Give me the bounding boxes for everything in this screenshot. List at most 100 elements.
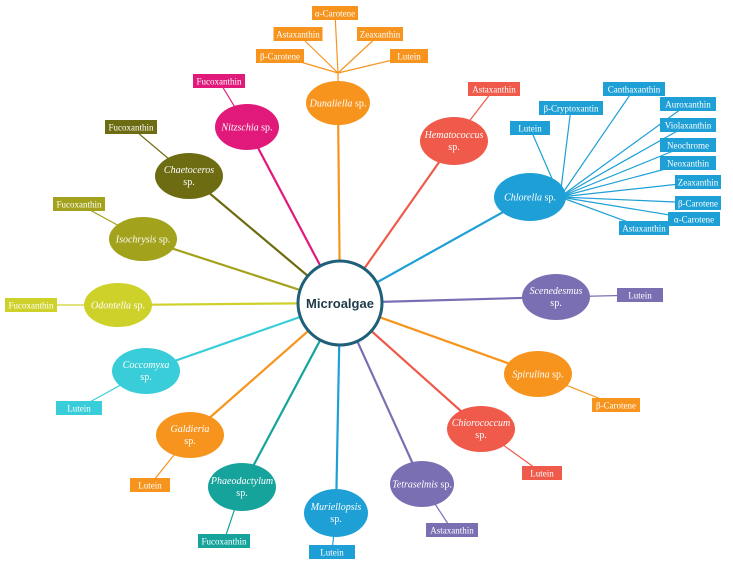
pigment-box: Fucoxanthin (198, 534, 250, 548)
pigment-rect (619, 221, 669, 235)
pigment-label: Violaxanthin (665, 121, 712, 131)
pigment-rect (468, 82, 520, 96)
node-ellipse (522, 274, 590, 320)
pigment-rect (312, 6, 358, 20)
pigment-box: Lutein (130, 478, 170, 492)
pigment-rect (193, 74, 245, 88)
pigment-box: β-Carotene (675, 196, 721, 210)
pigment-box: Zeaxanthin (357, 27, 403, 41)
pigment-rect (273, 27, 323, 41)
pigment-label: Lutein (397, 52, 421, 62)
node-chlorella: Chlorella sp. (494, 173, 566, 221)
node-ellipse (155, 153, 223, 199)
node-ellipse (447, 406, 515, 452)
pigment-label: Neoxanthin (667, 159, 709, 169)
pigment-rect (426, 523, 478, 537)
pigment-label: β-Cryptoxantin (543, 104, 599, 114)
pigment-label: Auroxanthin (665, 100, 711, 110)
pigment-label: Zeaxanthin (360, 30, 401, 40)
pigment-box: Violaxanthin (660, 118, 716, 132)
pigment-label: Lutein (530, 469, 554, 479)
pigment-box: β-Carotene (592, 398, 640, 412)
pigment-box: α-Carotene (668, 212, 720, 226)
node-nitzschia: Nitzschia sp. (215, 104, 279, 150)
pigment-rect (56, 401, 102, 415)
pigment-box: Lutein (522, 466, 562, 480)
pigment-label: Lutein (518, 124, 542, 134)
center-label: Microalgae (306, 296, 374, 311)
pigment-rect (522, 466, 562, 480)
pigment-rect (53, 197, 105, 211)
pigment-rect (675, 196, 721, 210)
pigment-label: Neochrome (667, 141, 709, 151)
pigment-box: Lutein (309, 545, 355, 559)
node-label: Odontella sp. (91, 301, 145, 312)
pigment-box: Neochrome (660, 138, 716, 152)
node-ellipse (84, 283, 152, 327)
pigment-label: Fucoxanthin (57, 200, 102, 210)
pigment-label: Canthaxanthin (608, 85, 661, 95)
pigment-rect (675, 175, 721, 189)
pigment-box: β-Cryptoxantin (539, 101, 603, 115)
pigment-label: Lutein (67, 404, 91, 414)
pigment-box: Astaxanthin (426, 523, 478, 537)
pigment-label: β-Carotene (678, 199, 718, 209)
pigment-label: Astaxanthin (276, 30, 320, 40)
node-ellipse (504, 351, 572, 397)
node-ellipse (494, 173, 566, 221)
pigment-rect (256, 49, 304, 63)
pigment-box: Fucoxanthin (53, 197, 105, 211)
pigment-box: Astaxanthin (619, 221, 669, 235)
node-ellipse (215, 104, 279, 150)
node-ellipse (112, 348, 180, 394)
pigment-rect (510, 121, 550, 135)
pigment-label: Fucoxanthin (197, 77, 242, 87)
pigment-label: Astaxanthin (622, 224, 666, 234)
pigment-rect (603, 82, 665, 96)
node-label: Dunaliella sp. (309, 99, 367, 110)
pigment-rect (617, 288, 663, 302)
edge-pigment (559, 124, 689, 198)
pigment-rect (660, 97, 716, 111)
edge-pigment (559, 88, 635, 198)
pigment-box: Canthaxanthin (603, 82, 665, 96)
pigment-label: Lutein (628, 291, 652, 301)
pigment-rect (309, 545, 355, 559)
pigment-box: α-Carotene (312, 6, 358, 20)
node-label: Isochrysis sp. (115, 235, 170, 246)
node-odontella: Odontella sp. (84, 283, 152, 327)
pigment-label: α-Carotene (674, 215, 714, 225)
pigment-label: Zeaxanthin (678, 178, 719, 188)
pigment-label: Lutein (320, 548, 344, 558)
pigment-rect (660, 118, 716, 132)
pigment-rect (660, 156, 716, 170)
pigment-label: α-Carotene (315, 9, 355, 19)
pigment-box: β-Carotene (256, 49, 304, 63)
node-ellipse (304, 489, 368, 537)
pigment-box: Lutein (617, 288, 663, 302)
pigment-label: Fucoxanthin (202, 537, 247, 547)
edge-pigment (334, 12, 339, 74)
node-ellipse (390, 461, 454, 507)
node-dunaliella: Dunaliella sp. (306, 81, 370, 125)
node-label: Chlorella sp. (504, 193, 556, 204)
pigment-box: Auroxanthin (660, 97, 716, 111)
pigment-box: Lutein (510, 121, 550, 135)
pigment-box: Fucoxanthin (5, 298, 57, 312)
pigment-label: β-Carotene (260, 52, 300, 62)
pigment-box: Astaxanthin (273, 27, 323, 41)
node-ellipse (208, 463, 276, 511)
node-ellipse (109, 217, 177, 261)
pigment-rect (105, 120, 157, 134)
